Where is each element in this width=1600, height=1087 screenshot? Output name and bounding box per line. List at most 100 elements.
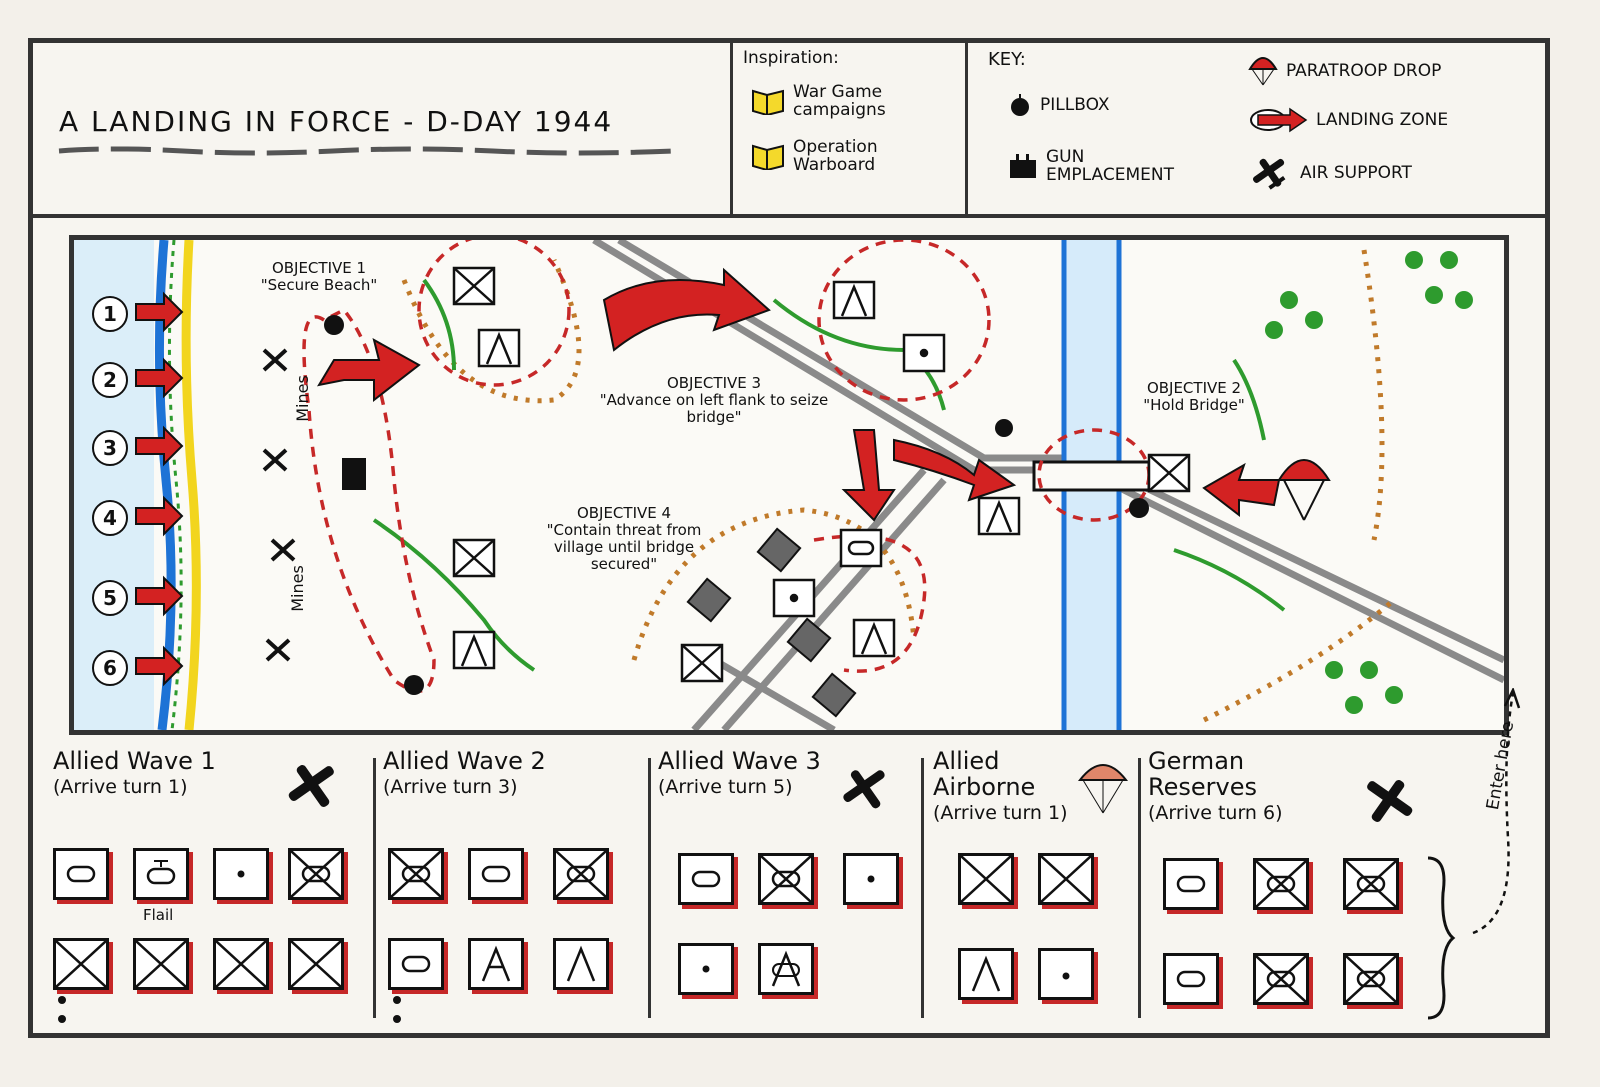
game-board: A LANDING IN FORCE - D-DAY 1944 Inspirat… xyxy=(28,38,1550,1038)
unit-counter[interactable] xyxy=(1343,953,1399,1005)
plane-icon xyxy=(1367,780,1413,822)
inspiration-item-wargame: War Game campaigns xyxy=(751,83,943,119)
unit-counter[interactable] xyxy=(1163,858,1219,910)
landing-zone-arrow-icon xyxy=(1250,107,1308,133)
unit-counter[interactable] xyxy=(213,938,269,990)
key-cell: KEY: PILLBOX GUN EMPLACEMENT PARATROOP D… xyxy=(968,43,1545,214)
landing-wave-arrows xyxy=(135,291,184,687)
paratroop-drop-marker xyxy=(1277,459,1331,521)
village xyxy=(686,527,857,718)
landing-wave-5[interactable]: 5 xyxy=(92,580,128,616)
battle-map: 1 2 3 4 5 6 Mines Mines OBJECTIVE 1 "Sec… xyxy=(69,235,1509,735)
key-item-air-support: AIR SUPPORT xyxy=(1248,153,1412,193)
mines-label: Mines xyxy=(292,375,312,422)
unit-counter[interactable] xyxy=(678,853,734,905)
beach-sand xyxy=(181,240,201,730)
landing-wave-1[interactable]: 1 xyxy=(92,296,128,332)
reinforcement-roster: Allied Wave 1 (Arrive turn 1) Flail Alli… xyxy=(33,688,1545,1038)
landing-wave-6[interactable]: 6 xyxy=(92,650,128,686)
unit-counter[interactable] xyxy=(958,948,1014,1000)
inspiration-label: Operation Warboard xyxy=(793,137,878,175)
landing-wave-3[interactable]: 3 xyxy=(92,430,128,466)
unit-counter[interactable] xyxy=(553,938,609,990)
enter-here-arrow xyxy=(1472,688,1521,935)
key-item-paratroop: PARATROOP DROP xyxy=(1248,53,1441,89)
unit-counter[interactable] xyxy=(1343,858,1399,910)
book-icon xyxy=(752,144,784,170)
title-cell: A LANDING IN FORCE - D-DAY 1944 xyxy=(33,43,733,214)
allied-wave-2-column: Allied Wave 2 (Arrive turn 3) xyxy=(383,748,643,1028)
unit-counter[interactable] xyxy=(53,848,109,900)
unit-counter[interactable] xyxy=(1163,953,1219,1005)
pillbox-icon xyxy=(1011,94,1029,116)
brace-icon xyxy=(1427,856,1456,1020)
inspiration-label: War Game campaigns xyxy=(793,82,886,120)
plane-icon xyxy=(1252,158,1286,190)
allied-wave-1-column: Allied Wave 1 (Arrive turn 1) Flail xyxy=(53,748,363,1028)
bridge xyxy=(1032,460,1151,492)
objective-1: OBJECTIVE 1 "Secure Beach" xyxy=(260,259,378,294)
unit-counter[interactable] xyxy=(53,938,109,1023)
key-item-pillbox: PILLBOX xyxy=(1008,93,1110,117)
unit-counter[interactable] xyxy=(468,848,524,900)
key-label: PARATROOP DROP xyxy=(1286,61,1442,81)
inspiration-item-warboard: Operation Warboard xyxy=(751,138,943,174)
unit-counter[interactable] xyxy=(678,943,734,995)
plane-icon xyxy=(843,770,885,809)
objective-4: OBJECTIVE 4 "Contain threat from village… xyxy=(546,504,702,573)
map-unit-counters xyxy=(452,266,1191,683)
column-title: German Reserves (Arrive turn 6) xyxy=(1148,747,1283,824)
landing-wave-2[interactable]: 2 xyxy=(92,362,128,398)
parachute-icon xyxy=(1078,764,1128,814)
unit-counter[interactable] xyxy=(958,853,1014,905)
parachute-icon xyxy=(1248,57,1278,86)
column-title: Allied Wave 1 (Arrive turn 1) xyxy=(53,747,216,798)
unit-counter[interactable] xyxy=(388,848,444,900)
key-label: LANDING ZONE xyxy=(1316,110,1449,130)
allied-wave-3-column: Allied Wave 3 (Arrive turn 5) xyxy=(658,748,913,1028)
rough-terrain xyxy=(401,249,1396,723)
unit-counter[interactable] xyxy=(553,848,609,900)
header: A LANDING IN FORCE - D-DAY 1944 Inspirat… xyxy=(33,43,1545,218)
unit-counter[interactable] xyxy=(133,938,189,990)
inspiration-cell: Inspiration: War Game campaigns Operatio… xyxy=(733,43,968,214)
column-title: Allied Airborne (Arrive turn 1) xyxy=(933,747,1068,824)
unit-counter[interactable] xyxy=(1253,858,1309,910)
woods xyxy=(1265,251,1473,714)
unit-counter[interactable] xyxy=(758,853,814,905)
unit-counter[interactable] xyxy=(213,848,269,900)
key-item-landing-zone: LANDING ZONE xyxy=(1248,105,1448,135)
unit-counter[interactable] xyxy=(288,848,344,900)
key-label: GUN EMPLACEMENT xyxy=(1046,147,1174,185)
mines-label: Mines xyxy=(287,565,307,612)
german-reserves-column: German Reserves (Arrive turn 6) xyxy=(1148,747,1456,1028)
column-title: Allied Wave 2 (Arrive turn 3) xyxy=(383,747,546,798)
title-underline xyxy=(58,146,674,156)
unit-counter[interactable] xyxy=(133,848,189,900)
key-heading: KEY: xyxy=(988,49,1026,70)
roads xyxy=(592,240,1504,730)
unit-counter[interactable] xyxy=(468,938,524,990)
minefields xyxy=(262,348,296,662)
unit-counter[interactable] xyxy=(1253,953,1309,1005)
flail-label: Flail xyxy=(143,906,174,924)
unit-counter[interactable] xyxy=(1038,948,1094,1000)
objective-3: OBJECTIVE 3 "Advance on left flank to se… xyxy=(599,374,829,426)
river xyxy=(1032,240,1151,730)
page-title: A LANDING IN FORCE - D-DAY 1944 xyxy=(59,105,614,138)
column-title: Allied Wave 3 (Arrive turn 5) xyxy=(658,747,821,798)
landing-wave-4[interactable]: 4 xyxy=(92,500,128,536)
advance-arrows xyxy=(316,267,1281,522)
unit-counter[interactable] xyxy=(388,938,444,1023)
plane-icon xyxy=(288,765,334,807)
unit-counter[interactable] xyxy=(1038,853,1094,905)
unit-counter[interactable] xyxy=(843,853,899,905)
unit-counter[interactable] xyxy=(288,938,344,990)
key-label: AIR SUPPORT xyxy=(1300,163,1412,183)
key-item-gun-emplacement: GUN EMPLACEMENT xyxy=(1008,148,1186,184)
objective-2: OBJECTIVE 2 "Hold Bridge" xyxy=(1143,379,1245,414)
gun-emplacement-icon xyxy=(1010,154,1036,178)
pillboxes xyxy=(324,315,1149,695)
unit-counter[interactable] xyxy=(758,943,814,995)
inspiration-heading: Inspiration: xyxy=(743,48,839,68)
